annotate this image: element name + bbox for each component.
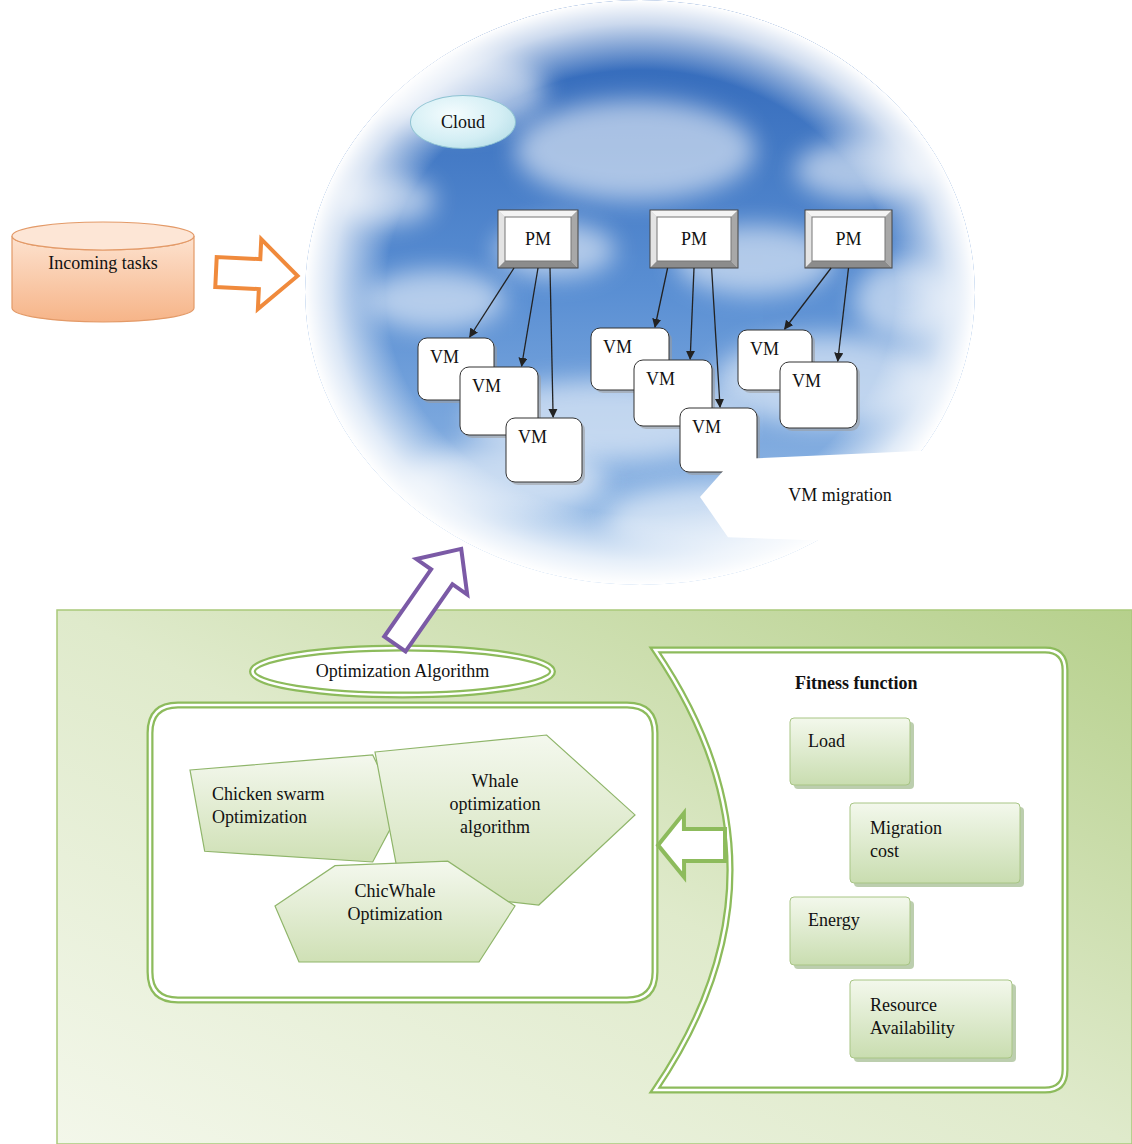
host-link <box>712 268 720 407</box>
node-label: Incoming tasks <box>48 252 158 275</box>
node-label: VM <box>430 346 459 369</box>
virtual-machine: VM <box>680 408 757 472</box>
host-link <box>470 268 514 337</box>
node-label: Whale optimization algorithm <box>430 770 560 839</box>
virtual-machine: VM <box>460 367 538 435</box>
flow-arrow <box>215 239 297 309</box>
task-store: Incoming tasks <box>12 222 194 322</box>
host-link <box>522 268 538 366</box>
host-link <box>655 268 668 327</box>
node-label: ChicWhale Optimization <box>330 880 460 926</box>
fitness-factor: Resource Availability <box>850 980 1012 1058</box>
flow-arrow <box>384 549 467 652</box>
node-label: VM migration <box>788 484 892 507</box>
algorithm-group: Optimization AlgorithmChicken swarm Opti… <box>150 648 655 1000</box>
fitness-factor: Energy <box>790 897 910 965</box>
fitness-panel: Fitness functionLoadMigration costEnergy… <box>655 650 1065 1090</box>
virtual-machine: VM <box>506 418 582 482</box>
node-label: PM <box>835 228 861 251</box>
node-label: Chicken swarm Optimization <box>212 783 352 829</box>
fitness-factor-outline <box>790 897 910 965</box>
host-link <box>550 268 553 417</box>
node-label: PM <box>681 228 707 251</box>
node-label: VM <box>692 416 721 439</box>
cloud-region: CloudPM PM PM VM VM VM VM VM VM VM VM VM migration <box>305 0 975 585</box>
node-label: VM <box>750 338 779 361</box>
node-label: VM <box>472 375 501 398</box>
host-link <box>838 268 849 361</box>
algorithm-shape: Chicken swarm Optimization <box>190 755 400 862</box>
node-label: Energy <box>808 909 860 932</box>
virtual-machine: VM <box>634 360 712 426</box>
node-label: VM <box>646 368 675 391</box>
physical-machine: PM <box>650 210 738 268</box>
node-label: Cloud <box>410 95 516 149</box>
migration-banner: VM migration <box>700 448 980 542</box>
fitness-factor-outline <box>790 718 910 785</box>
fitness-panel-outline <box>655 650 1065 1090</box>
host-link <box>690 268 694 359</box>
node-label: VM <box>518 426 547 449</box>
node-label: Migration cost <box>870 817 970 863</box>
flow-arrow <box>658 813 725 877</box>
node-label: Fitness function <box>795 672 918 695</box>
algorithm-shape: Whale optimization algorithm <box>375 735 635 905</box>
algorithm-shape: ChicWhale Optimization <box>275 850 515 962</box>
node-label: VM <box>603 336 632 359</box>
virtual-machine: VM <box>780 362 857 428</box>
host-link <box>785 268 831 329</box>
fitness-factor: Load <box>790 718 910 785</box>
node-label: VM <box>792 370 821 393</box>
node-label: PM <box>525 228 551 251</box>
physical-machine: PM <box>498 210 578 268</box>
node-label: Optimization Algorithm <box>316 660 490 683</box>
green-panel <box>57 610 1132 1144</box>
node-label: Load <box>808 730 845 753</box>
fitness-factor: Migration cost <box>850 803 1020 883</box>
physical-machine: PM <box>805 210 892 268</box>
node-label: Resource Availability <box>870 994 980 1040</box>
